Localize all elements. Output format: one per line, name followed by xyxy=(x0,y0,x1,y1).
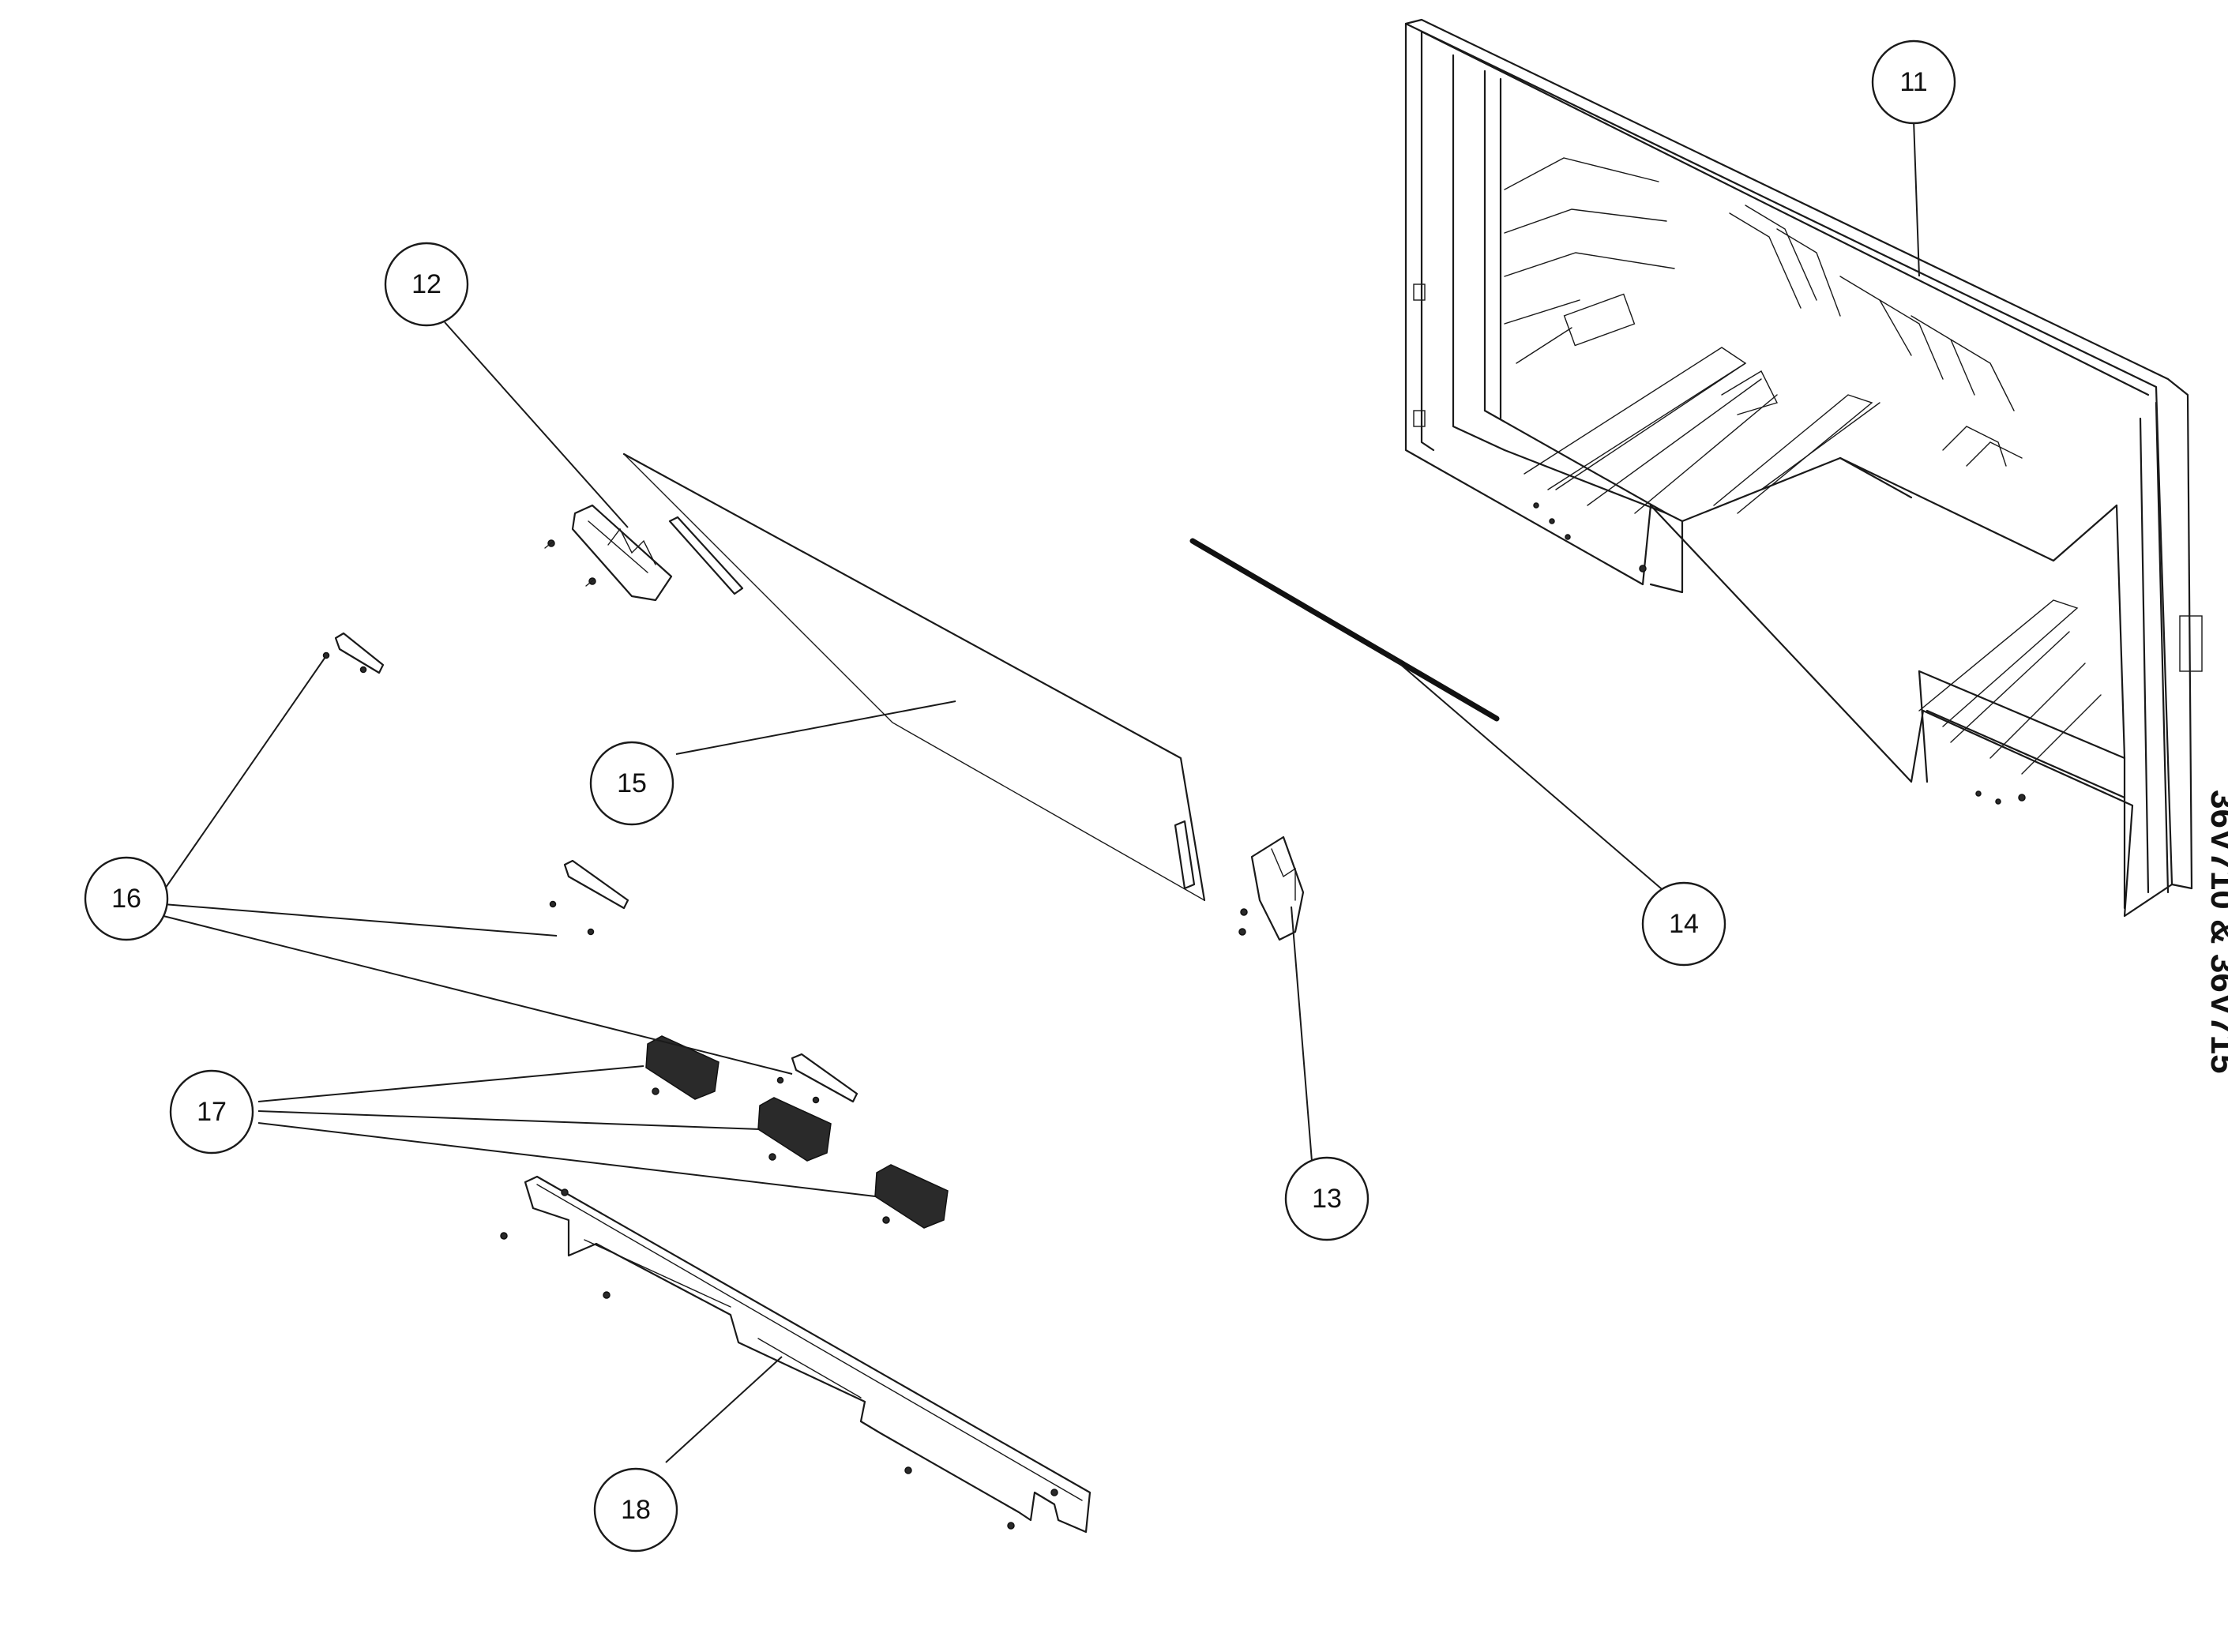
callout-15: 15 xyxy=(589,741,674,826)
callout-12: 12 xyxy=(384,242,469,327)
callout-13: 13 xyxy=(1284,1156,1369,1241)
callout-12-label: 12 xyxy=(411,269,441,299)
callout-18-label: 18 xyxy=(621,1495,651,1525)
callout-16: 16 xyxy=(84,856,169,941)
part-13-bracket xyxy=(1174,820,1305,941)
callout-18: 18 xyxy=(593,1467,678,1553)
callout-16-label: 16 xyxy=(111,884,141,914)
callout-14: 14 xyxy=(1641,881,1726,967)
part-16-clips xyxy=(322,632,859,1104)
callout-11-label: 11 xyxy=(1899,67,1927,97)
part-15-glass-panel xyxy=(622,452,1206,902)
callout-17-label: 17 xyxy=(197,1097,227,1127)
part-17-blocks xyxy=(645,1035,949,1229)
callout-11: 11 xyxy=(1871,39,1956,125)
callout-13-label: 13 xyxy=(1312,1184,1342,1214)
part-18-rail xyxy=(500,1175,1091,1534)
part-11-cabinet-frame xyxy=(1404,18,2203,918)
callout-15-label: 15 xyxy=(617,768,647,798)
part-12-bracket xyxy=(544,504,744,602)
leader-lines xyxy=(163,119,1920,1463)
model-number-label: 36V710 & 36V715 xyxy=(2204,790,2228,1074)
part-14-strip xyxy=(1189,538,1500,722)
callout-14-label: 14 xyxy=(1669,909,1699,939)
callout-17: 17 xyxy=(169,1069,254,1155)
